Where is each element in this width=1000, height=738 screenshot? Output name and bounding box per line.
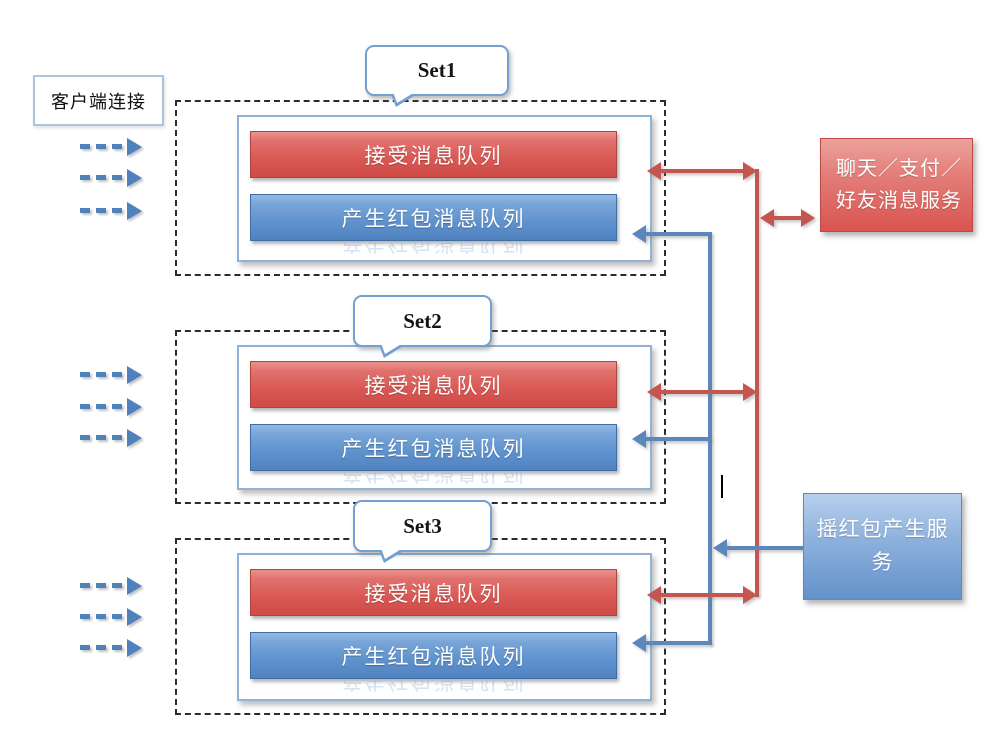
set-3-generate-queue-label: 产生红包消息队列 (341, 645, 526, 669)
client-dashed-arrow (80, 138, 142, 156)
set-3-receive-queue: 接受消息队列 (250, 569, 617, 616)
set-2-queue-reflection: 产生红包消息队列 (250, 473, 617, 489)
arrowhead-right-icon (743, 383, 757, 401)
red-bus-line (755, 169, 759, 597)
set-2-callout: Set2 (353, 295, 492, 358)
set-2-receive-queue-label: 接受消息队列 (364, 374, 503, 398)
set-1-generate-queue-label: 产生红包消息队列 (341, 207, 526, 231)
arrowhead-right-icon (127, 398, 142, 416)
red-arrow-set1 (647, 162, 757, 180)
arrowhead-left-icon (760, 209, 774, 227)
arrowhead-right-icon (127, 366, 142, 384)
arrowhead-left-icon (632, 225, 646, 243)
arrowhead-left-icon (647, 383, 661, 401)
client-dashed-arrow (80, 639, 142, 657)
arrowhead-right-icon (127, 429, 142, 447)
set-1-boundary (175, 100, 666, 276)
set-2-callout-label: Set2 (403, 308, 442, 333)
set-3-queue-reflection: 产生红包消息队列 (250, 681, 617, 697)
arrowhead-left-icon (713, 539, 727, 557)
arrowhead-right-icon (743, 586, 757, 604)
arrowhead-right-icon (743, 162, 757, 180)
red-arrow-set2 (647, 383, 757, 401)
chat-service-link-arrow (760, 209, 815, 227)
arrowhead-left-icon (647, 162, 661, 180)
arrowhead-right-icon (127, 608, 142, 626)
arrowhead-right-icon (127, 577, 142, 595)
chat-service-label-line1: 聊天／支付／ (836, 158, 962, 180)
set-3-callout: Set3 (353, 500, 492, 563)
arrowhead-left-icon (647, 586, 661, 604)
chat-payment-friend-service-box: 聊天／支付／ 好友消息服务 (820, 138, 973, 232)
arrowhead-left-icon (632, 430, 646, 448)
arrowhead-right-icon (127, 169, 142, 187)
client-dashed-arrow (80, 366, 142, 384)
client-connections-label: 客户端连接 (51, 91, 146, 112)
blue-arrow-set1 (632, 225, 710, 243)
shake-redpacket-service-box: 摇红包产生服务 (803, 493, 962, 600)
set-1-queue-reflection: 产生红包消息队列 (250, 243, 617, 259)
shake-service-link-arrow (713, 539, 803, 557)
cursor-tick (721, 475, 723, 498)
set-1-generate-queue: 产生红包消息队列 (250, 194, 617, 241)
set-1-callout-label: Set1 (417, 58, 457, 82)
blue-arrow-set2 (632, 430, 710, 448)
chat-service-label-line2: 好友消息服务 (836, 190, 962, 212)
arrowhead-right-icon (127, 202, 142, 220)
client-dashed-arrow (80, 577, 142, 595)
blue-arrow-set3 (632, 634, 710, 652)
set-3-callout-label: Set3 (403, 513, 442, 538)
blue-bus-line (708, 232, 712, 645)
client-dashed-arrow (80, 398, 142, 416)
client-dashed-arrow (80, 169, 142, 187)
red-arrow-set3 (647, 586, 757, 604)
arrowhead-right-icon (127, 639, 142, 657)
set-1-receive-queue-label: 接受消息队列 (364, 144, 503, 168)
arrowhead-right-icon (127, 138, 142, 156)
set-3-receive-queue-label: 接受消息队列 (364, 582, 503, 606)
shake-service-label: 摇红包产生服务 (816, 517, 949, 574)
set-2-generate-queue: 产生红包消息队列 (250, 424, 617, 471)
set-3-generate-queue: 产生红包消息队列 (250, 632, 617, 679)
arrowhead-left-icon (632, 634, 646, 652)
client-dashed-arrow (80, 608, 142, 626)
client-dashed-arrow (80, 429, 142, 447)
set-1-callout: Set1 (365, 45, 509, 107)
set-2-receive-queue: 接受消息队列 (250, 361, 617, 408)
set-1-receive-queue: 接受消息队列 (250, 131, 617, 178)
set-2-generate-queue-label: 产生红包消息队列 (341, 437, 526, 461)
arrowhead-right-icon (801, 209, 815, 227)
client-dashed-arrow (80, 202, 142, 220)
client-connections-box: 客户端连接 (33, 75, 164, 126)
